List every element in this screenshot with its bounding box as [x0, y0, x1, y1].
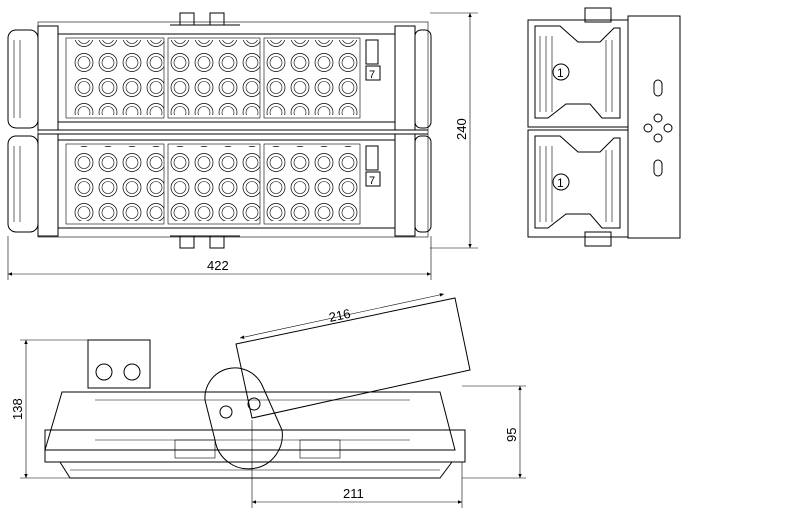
led-array-4: [70, 146, 164, 221]
led-array-1: [70, 40, 164, 115]
upper-module: 7: [7, 25, 432, 131]
right-endcap: [414, 29, 432, 129]
right-endcap: [414, 135, 432, 233]
left-endcap: [7, 29, 39, 129]
pivot-bracket: [204, 367, 283, 470]
lower-module: 7: [7, 133, 432, 237]
dimension-total-height: 138: [10, 339, 88, 479]
dim-height-138: 138: [10, 398, 25, 420]
module-label-bottom: 1: [557, 176, 564, 190]
top-bolts: [170, 12, 240, 26]
dim-base-211: 211: [343, 486, 364, 501]
module-badge: 7: [369, 175, 375, 187]
dimension-arm: 216: [239, 293, 445, 339]
dimension-body-height: 95: [462, 385, 526, 479]
bottom-bolts: [170, 235, 240, 249]
junction-box: [87, 339, 151, 389]
left-endcap: [7, 135, 39, 233]
lower-housing: [534, 135, 621, 229]
dimension-height-front: 240: [430, 12, 478, 249]
module-badge: 7: [369, 69, 375, 81]
led-array-5: [170, 146, 260, 221]
dim-height-95: 95: [504, 428, 519, 442]
module-badge-box: [365, 171, 381, 187]
led-array-3: [266, 40, 360, 115]
led-array-6: [266, 146, 360, 221]
upper-housing: [534, 25, 621, 119]
module-label-top: 1: [557, 66, 564, 80]
dim-arm-216: 216: [328, 306, 352, 325]
lower-gland: [552, 173, 570, 191]
dimension-width-front: 422: [7, 236, 432, 280]
dim-height-240: 240: [454, 118, 469, 140]
side-view: 1 1: [527, 7, 681, 247]
led-array-2: [170, 40, 260, 115]
dimension-base: 211: [251, 420, 463, 508]
front-view: 7 7: [7, 12, 478, 280]
profile-view: 216 138 95 211: [10, 293, 526, 508]
module-badge-box: [365, 65, 381, 81]
upper-gland: [552, 63, 570, 81]
luminaire-body: [44, 391, 456, 451]
dim-width-422: 422: [207, 258, 229, 273]
